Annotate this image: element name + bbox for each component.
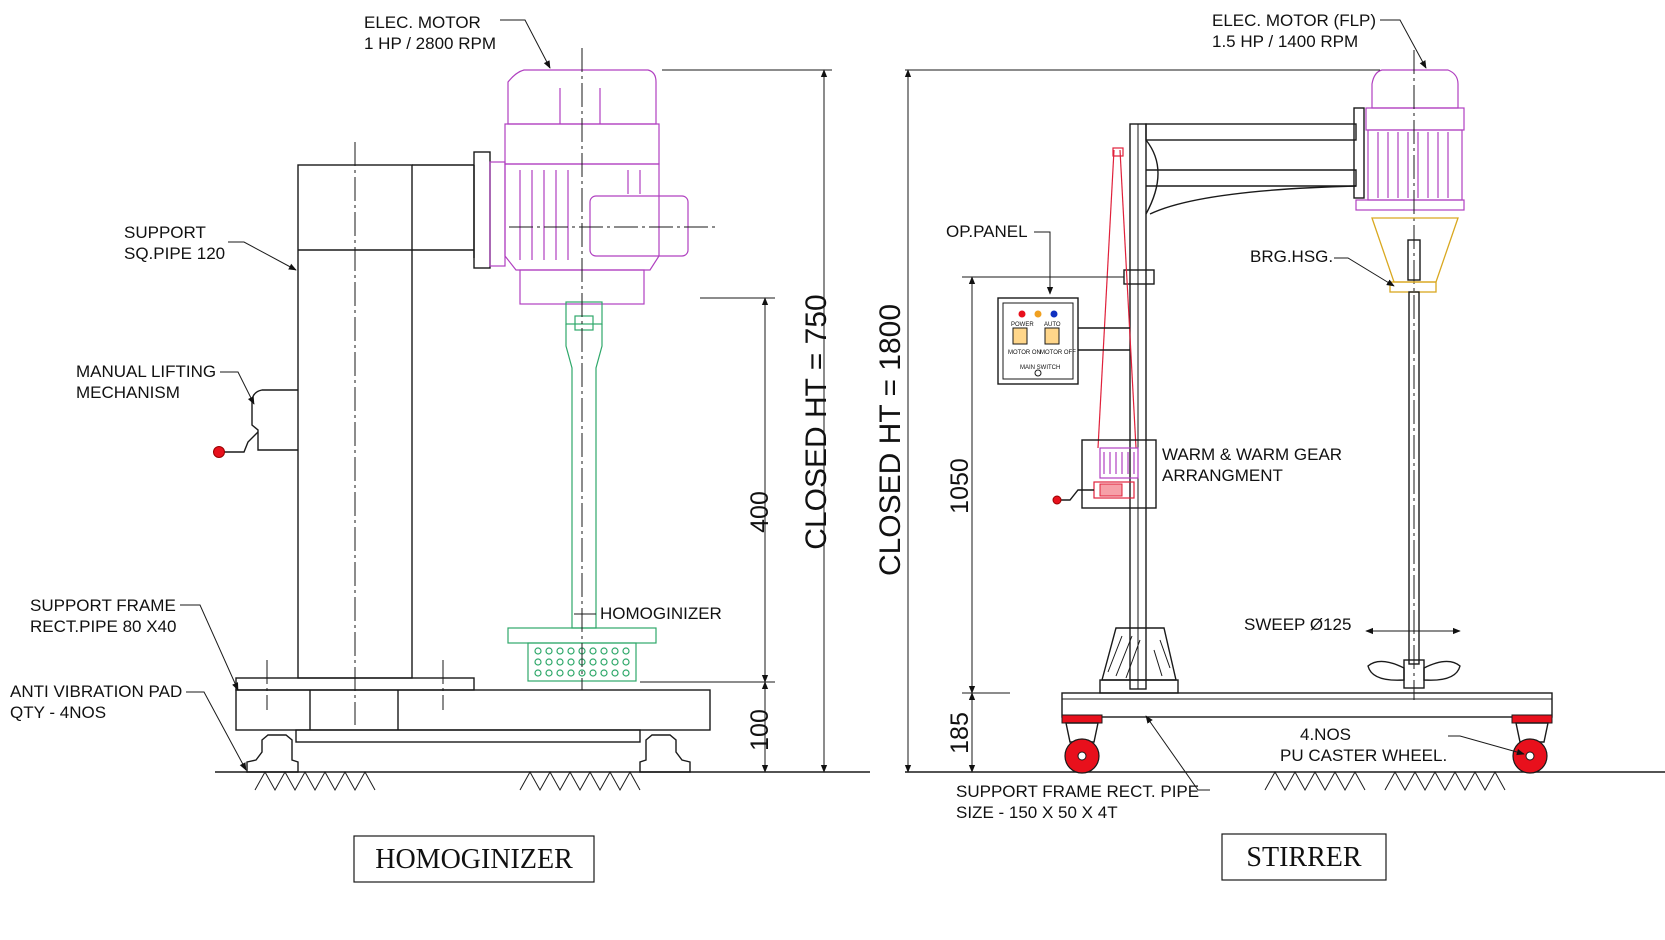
bearing-housing-label: BRG.HSG. [1250,247,1333,266]
stirrer-base-frame [1061,679,1553,718]
stirrer-leaders [1034,19,1525,791]
panel-left-tag: POWER [1011,322,1034,328]
panel-main-switch: MAIN SWITCH [1020,365,1060,371]
belt-drive [1097,147,1137,449]
lifting-label-1: MANUAL LIFTING [76,362,216,381]
dim-column-1050: 1050 [946,458,974,514]
support-label-2: SQ.PIPE 120 [124,244,225,263]
homogenizer-shaft-head [507,48,657,690]
stirrer-arm [1145,107,1365,215]
caster-wheels [1061,714,1553,774]
frame-label-2: RECT.PIPE 80 X40 [30,617,176,636]
caster-label-1: 4.NOS [1300,725,1351,744]
pad-label-2: QTY - 4NOS [10,703,106,722]
stirrer-motor-label-1: ELEC. MOTOR (FLP) [1212,11,1376,30]
stirrer-frame-label-1: SUPPORT FRAME RECT. PIPE [956,782,1199,801]
pad-label-1: ANTI VIBRATION PAD [10,682,182,701]
stirrer-dimensions [904,69,1380,773]
stirrer-motor [1355,50,1465,700]
homogenizer-title: HOMOGINIZER [375,844,573,875]
stirrer-motor-label-2: 1.5 HP / 1400 RPM [1212,32,1358,51]
dim-closed-ht-750: CLOSED HT = 750 [800,294,833,549]
support-frame-base [235,660,711,743]
stirrer-shaft-impeller [1367,291,1461,689]
support-column [297,142,491,725]
dim-shaft-400: 400 [746,491,774,533]
gear-label-2: ARRANGMENT [1162,466,1283,485]
stirrer-column [1101,123,1177,690]
worm-gear-arrangement [1052,439,1157,509]
frame-label-1: SUPPORT FRAME [30,596,176,615]
support-label-1: SUPPORT [124,223,206,242]
caster-label-2: PU CASTER WHEEL. [1280,746,1447,765]
anti-vibration-pads [246,734,691,773]
stirrer-title-box: STIRRER [1221,833,1387,881]
dim-base-185: 185 [946,712,974,754]
homogenizer-motor-label-2: 1 HP / 2800 RPM [364,34,496,53]
panel-right-button: MOTOR OFF [1040,350,1076,356]
homogenizer-motor-label-1: ELEC. MOTOR [364,13,481,32]
dim-base-100: 100 [746,709,774,751]
panel-left-button: MOTOR ON [1008,350,1041,356]
panel-right-tag: AUTO [1044,322,1061,328]
op-panel-label: OP.PANEL [946,222,1028,241]
stirrer-title: STIRRER [1246,842,1361,873]
homogenizer-title-box: HOMOGINIZER [353,835,595,883]
homogenizer-dimensions [640,69,832,773]
dim-closed-ht-1800: CLOSED HT = 1800 [874,304,907,576]
manual-lifting-mechanism [213,389,298,458]
operation-panel: POWER AUTO MOTOR ON MOTOR OFF MAIN SWITC… [997,297,1130,385]
homogenizer-motor [489,69,715,305]
ground-hatch [254,770,1506,792]
stirrer-frame-label-2: SIZE - 150 X 50 X 4T [956,803,1118,822]
sweep-label: SWEEP Ø125 [1244,615,1351,634]
gear-label-1: WARM & WARM GEAR [1162,445,1342,464]
homogenizer-head-label: HOMOGINIZER [600,604,722,623]
homogenizer-leaders [180,19,596,771]
lifting-label-2: MECHANISM [76,383,180,402]
